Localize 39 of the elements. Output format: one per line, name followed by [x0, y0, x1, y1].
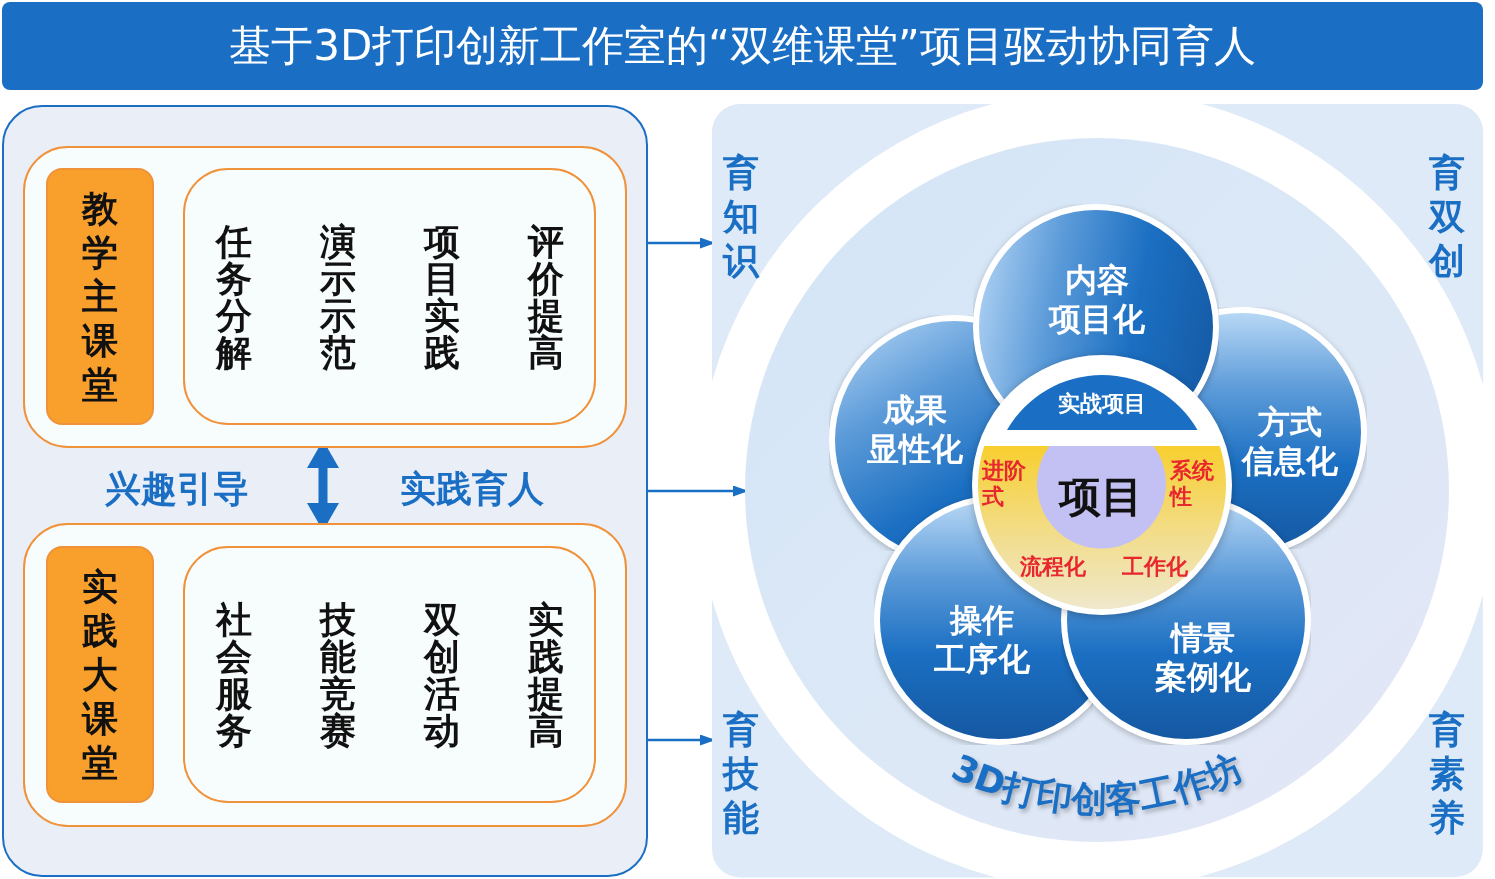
guide-text: 兴趣引导 — [105, 468, 249, 510]
ring-text: 进阶式 — [982, 458, 1027, 511]
cap-segment — [1006, 375, 1198, 430]
petal-text: 操作工序化 — [934, 600, 1030, 680]
petal-text: 成果显性化 — [867, 390, 963, 470]
goal-text: 育素养 — [1428, 708, 1466, 840]
goal-text: 育双创 — [1427, 151, 1466, 283]
guide-text: 实践育人 — [400, 468, 544, 510]
goal-text: 育知识 — [721, 151, 761, 283]
core-text: 项目 — [1059, 473, 1143, 521]
step-text: 社会服务 — [214, 600, 253, 749]
course-panel — [2, 105, 648, 877]
step-text: 技能竞赛 — [318, 600, 357, 749]
goal-text: 育技能 — [721, 708, 760, 840]
steps-frame — [183, 168, 596, 425]
category-text: 教学主课堂 — [80, 186, 119, 407]
step-text: 双创活动 — [422, 600, 461, 749]
step-text: 实践提高 — [526, 600, 565, 749]
ring-text: 工作化 — [1122, 553, 1188, 581]
ring-text: 系统性 — [1170, 458, 1215, 511]
arc-title: 3D打印创客工作坊 — [945, 746, 1249, 821]
steps-frame — [183, 546, 596, 803]
title-text: 基于3D打印创新工作室的“双维课堂”项目驱动协同育人 — [229, 21, 1256, 71]
category-text: 实践大课堂 — [80, 564, 119, 785]
cap-text: 实战项目 — [1058, 390, 1146, 417]
petal-text: 方式信息化 — [1242, 402, 1338, 482]
category-tag — [46, 168, 154, 425]
step-text: 项目实践 — [422, 222, 461, 371]
corner-panel — [712, 104, 993, 382]
category-tag — [46, 546, 154, 803]
ring-text: 流程化 — [1020, 553, 1086, 581]
classroom-frame — [23, 523, 627, 827]
step-text: 演示示范 — [318, 222, 357, 371]
petal-text: 情景案例化 — [1155, 618, 1251, 698]
step-text: 评价提高 — [526, 222, 565, 371]
step-text: 任务分解 — [214, 222, 253, 371]
classroom-frame — [23, 146, 627, 448]
petal-text: 内容项目化 — [1049, 260, 1145, 340]
corner-panel — [1201, 104, 1483, 386]
